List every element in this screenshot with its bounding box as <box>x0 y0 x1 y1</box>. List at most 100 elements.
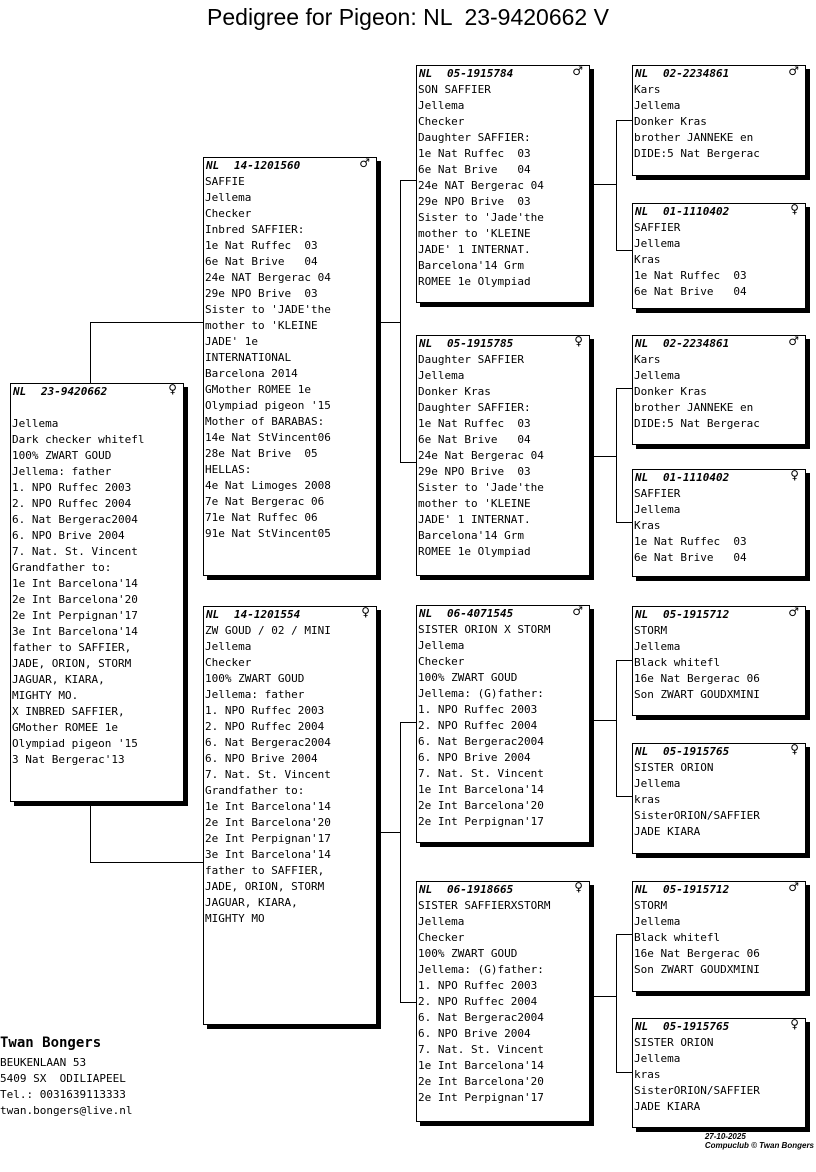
country-code: NL <box>635 337 649 350</box>
pedigree-line: GMother ROMEE 1e <box>12 721 118 734</box>
pedigree-line: MIGHTY MO <box>205 912 265 925</box>
owner-address-line: BEUKENLAAN 53 <box>0 1056 87 1069</box>
pedigree-line: 100% ZWART GOUD <box>418 947 518 960</box>
pedigree-line: Jellema: (G)father: <box>418 963 544 976</box>
pedigree-line: Jellema <box>634 915 681 928</box>
connector-line <box>616 660 632 661</box>
pedigree-line: 6e Nat Brive 04 <box>634 551 747 564</box>
pedigree-line: 28e Nat Brive 05 <box>205 447 318 460</box>
ring-number: 02-2234861 <box>663 337 730 350</box>
ring-number: 01-1110402 <box>663 471 730 484</box>
pedigree-line: 7e Nat Bergerac 06 <box>205 495 325 508</box>
pedigree-line: 1e Int Barcelona'14 <box>205 800 331 813</box>
pedigree-line: Checker <box>205 207 252 220</box>
pedigree-line: X INBRED SAFFIER, <box>12 705 125 718</box>
card-header: NL 02-2234861 ♂ <box>633 334 805 352</box>
pedigree-line: Son ZWART GOUDXMINI <box>634 688 760 701</box>
pedigree-line: Inbred SAFFIER: <box>205 223 305 236</box>
footer-credit: Compuclub © Twan Bongers <box>704 1141 814 1150</box>
pedigree-line: Jellema <box>418 915 465 928</box>
pedigree-line: 6e Nat Brive 04 <box>418 163 531 176</box>
pedigree-line: Jellema: father <box>12 465 112 478</box>
country-code: NL <box>635 67 649 80</box>
male-symbol-icon: ♂ <box>788 880 799 894</box>
pedigree-line: 2e Int Barcelona'20 <box>418 799 544 812</box>
connector-line <box>616 796 632 797</box>
owner-postal-line: 5409 SX ODILIAPEEL <box>0 1072 126 1085</box>
pedigree-line: 1. NPO Ruffec 2003 <box>205 704 325 717</box>
pedigree-line: JAGUAR, KIARA, <box>12 673 105 686</box>
pedigree-line: 100% ZWART GOUD <box>205 672 305 685</box>
female-symbol-icon: ♀ <box>168 382 177 396</box>
pedigree-line: Jellema <box>634 369 681 382</box>
pedigree-line: Olympiad pigeon '15 <box>12 737 138 750</box>
ring-number: 05-1915765 <box>663 745 730 758</box>
female-symbol-icon: ♀ <box>790 202 799 216</box>
connector-line <box>616 934 632 935</box>
pedigree-line: SISTER SAFFIERXSTORM <box>418 899 551 912</box>
pedigree-line: MIGHTY MO. <box>12 689 79 702</box>
pedigree-line: Jellema <box>634 237 681 250</box>
pedigree-line: STORM <box>634 899 668 912</box>
pedigree-line: 24e NAT Bergerac 04 <box>418 179 544 192</box>
connector-line <box>616 250 632 251</box>
pedigree-line: 24e Nat Bergerac 04 <box>418 449 544 462</box>
connector-line <box>590 996 616 997</box>
pedigree-line: brother JANNEKE en <box>634 131 754 144</box>
male-symbol-icon: ♂ <box>788 334 799 348</box>
connector-line <box>590 184 616 185</box>
connector-line <box>400 180 416 181</box>
pedigree-line: Daughter SAFFIER: <box>418 131 531 144</box>
pedigree-line: Jellema <box>418 99 465 112</box>
pedigree-line: JADE' 1 INTERNAT. <box>418 513 531 526</box>
pedigree-line: 6e Nat Brive 04 <box>418 433 531 446</box>
ring-number: 05-1915712 <box>663 883 730 896</box>
connector-line <box>376 322 400 323</box>
pedigree-line: 1. NPO Ruffec 2003 <box>418 703 538 716</box>
pedigree-line: kras <box>634 1068 661 1081</box>
pedigree-line: Donker Kras <box>634 115 707 128</box>
pedigree-line: Barcelona'14 Grm <box>418 259 524 272</box>
pedigree-line: Sister to 'Jade'the <box>418 211 544 224</box>
connector-line <box>616 388 632 389</box>
pedigree-line: mother to 'KLEINE <box>205 319 318 332</box>
connector-line <box>616 120 617 251</box>
pedigree-line: 3 Nat Bergerac'13 <box>12 753 125 766</box>
pedigree-line: Grandfather to: <box>205 784 305 797</box>
pedigree-line: 2e Int Barcelona'20 <box>418 1075 544 1088</box>
pedigree-line: 6. Nat Bergerac2004 <box>418 735 544 748</box>
pedigree-line: Donker Kras <box>634 385 707 398</box>
pedigree-line: 2e Int Perpignan'17 <box>418 815 544 828</box>
pedigree-line: 2. NPO Ruffec 2004 <box>12 497 132 510</box>
pedigree-line: ZW GOUD / 02 / MINI <box>205 624 331 637</box>
pedigree-line: 7. Nat. St. Vincent <box>418 767 544 780</box>
pedigree-line: 2. NPO Ruffec 2004 <box>205 720 325 733</box>
connector-line <box>400 722 401 1002</box>
owner-email-line[interactable]: twan.bongers@live.nl <box>0 1104 133 1117</box>
male-symbol-icon: ♂ <box>359 156 370 170</box>
ring-number: 14-1201560 <box>234 159 301 172</box>
pedigree-line: 24e NAT Bergerac 04 <box>205 271 331 284</box>
